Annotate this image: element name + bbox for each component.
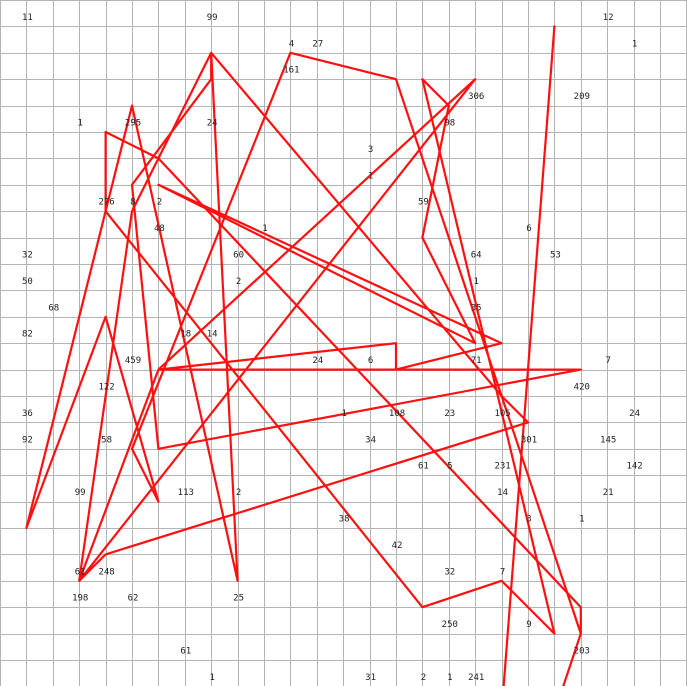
number-clue: 2 (157, 198, 162, 208)
number-clue: 209 (574, 92, 590, 102)
number-clue: 11 (22, 13, 33, 23)
number-clue: 1 (632, 39, 637, 49)
number-clue: 61 (180, 647, 191, 657)
number-clue: 2 (421, 673, 426, 683)
number-clue: 4 (289, 39, 294, 49)
number-clue: 5 (447, 462, 452, 472)
number-clue: 8 (130, 198, 135, 208)
number-clue: 9 (526, 620, 531, 630)
number-clue: 25 (233, 594, 244, 604)
path-line (25, 25, 582, 686)
number-clue: 7 (605, 356, 610, 366)
number-clue: 14 (207, 330, 218, 340)
number-clue: 306 (468, 92, 484, 102)
number-clue: 203 (574, 647, 590, 657)
number-clue: 1 (341, 409, 346, 419)
number-clue: 98 (444, 119, 455, 129)
number-clue: 32 (22, 251, 33, 261)
number-clue: 62 (128, 594, 139, 604)
number-clue: 23 (444, 409, 455, 419)
number-clue: 53 (550, 251, 561, 261)
number-clue: 48 (154, 224, 165, 234)
number-clue: 99 (207, 13, 218, 23)
number-clue: 99 (75, 488, 86, 498)
number-clue: 301 (521, 435, 537, 445)
number-clue: 1 (209, 673, 214, 683)
number-clue: 68 (48, 303, 59, 313)
number-clue: 122 (98, 383, 114, 393)
number-clue: 295 (125, 119, 141, 129)
number-clue: 18 (180, 330, 191, 340)
number-clue: 61 (75, 567, 86, 577)
number-clue: 24 (207, 119, 218, 129)
number-clue: 12 (603, 13, 614, 23)
number-clue: 1 (447, 673, 452, 683)
number-clue: 36 (22, 409, 33, 419)
number-clue: 1 (262, 224, 267, 234)
number-clue: 250 (442, 620, 458, 630)
number-clue: 58 (101, 435, 112, 445)
number-clue: 7 (500, 567, 505, 577)
number-clue: 459 (125, 356, 141, 366)
number-clue: 24 (312, 356, 323, 366)
number-clue: 1 (368, 171, 373, 181)
number-clue: 241 (468, 673, 484, 683)
number-clue: 2 (236, 277, 241, 287)
number-clue: 1 (473, 277, 478, 287)
number-clue: 3 (368, 145, 373, 155)
number-clue: 6 (368, 356, 373, 366)
number-clue: 276 (98, 198, 114, 208)
number-clue: 35 (471, 303, 482, 313)
number-clue: 21 (603, 488, 614, 498)
number-clue: 60 (233, 251, 244, 261)
number-clue: 32 (444, 567, 455, 577)
number-clue: 105 (494, 409, 510, 419)
drawn-path (25, 25, 582, 686)
number-clue: 1 (77, 119, 82, 129)
number-clue: 198 (72, 594, 88, 604)
number-clue: 42 (392, 541, 403, 551)
number-clue: 231 (494, 462, 510, 472)
number-clue: 27 (312, 39, 323, 49)
number-clue: 82 (22, 330, 33, 340)
number-clue: 248 (98, 567, 114, 577)
number-clue: 50 (22, 277, 33, 287)
number-clue: 142 (626, 462, 642, 472)
number-clue: 2 (236, 488, 241, 498)
number-clue: 38 (339, 515, 350, 525)
number-clue: 59 (418, 198, 429, 208)
number-clue: 145 (600, 435, 616, 445)
number-clue: 71 (471, 356, 482, 366)
number-clue: 113 (178, 488, 194, 498)
number-clue: 6 (526, 224, 531, 234)
number-clue: 61 (418, 462, 429, 472)
number-clue: 64 (471, 251, 482, 261)
number-clue: 161 (283, 66, 299, 76)
number-clue: 3 (526, 515, 531, 525)
number-clue: 34 (365, 435, 376, 445)
number-clue: 108 (389, 409, 405, 419)
number-clue: 92 (22, 435, 33, 445)
number-clue: 14 (497, 488, 508, 498)
number-clue: 420 (574, 383, 590, 393)
number-clue: 31 (365, 673, 376, 683)
number-clue: 24 (629, 409, 640, 419)
number-clue: 1 (579, 515, 584, 525)
